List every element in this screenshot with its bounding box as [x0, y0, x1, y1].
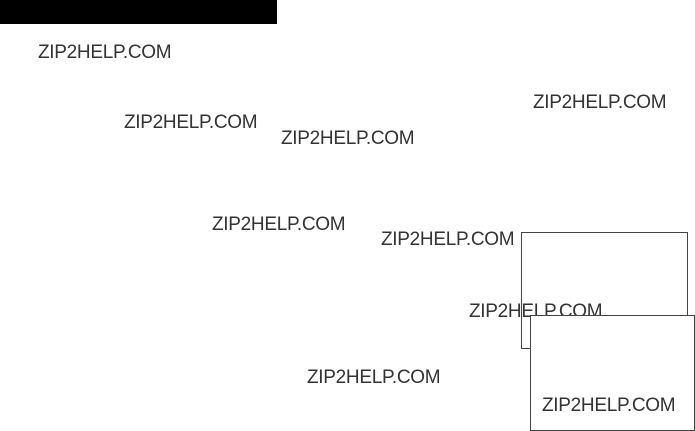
watermark-text-3: ZIP2HELP.COM — [124, 112, 258, 133]
watermark-text-1: ZIP2HELP.COM — [38, 42, 172, 63]
watermark-text-8: ZIP2HELP.COM — [307, 367, 441, 388]
box-label: ZIP2HELP.COM — [542, 395, 676, 416]
watermark-text-4: ZIP2HELP.COM — [281, 128, 415, 149]
top-black-bar — [0, 0, 277, 24]
outlined-box-front: ZIP2HELP.COM — [530, 315, 695, 431]
watermark-text-6: ZIP2HELP.COM — [381, 229, 515, 250]
watermark-text-5: ZIP2HELP.COM — [212, 214, 346, 235]
watermark-text-2: ZIP2HELP.COM — [533, 92, 667, 113]
